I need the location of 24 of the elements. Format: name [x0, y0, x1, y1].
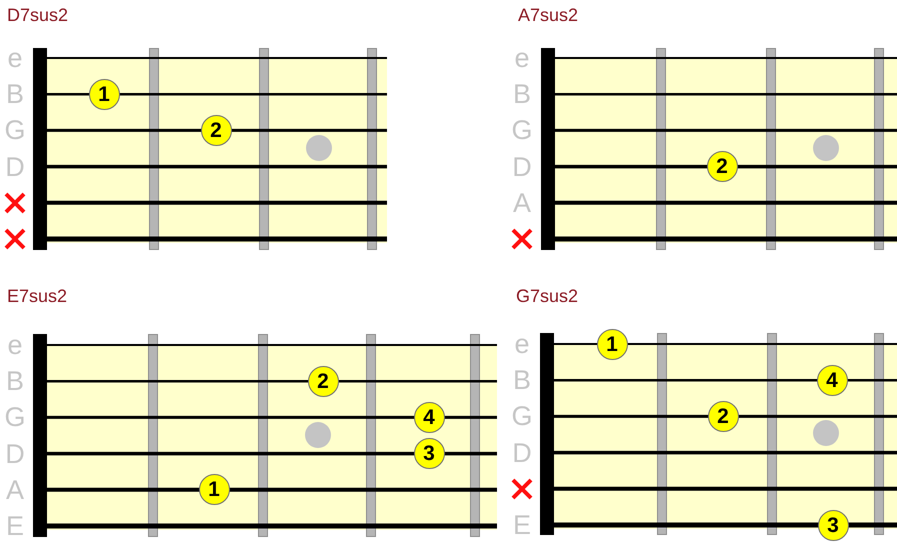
string-label: G	[512, 117, 532, 144]
string-label: E	[513, 512, 531, 539]
string-label: A	[513, 190, 531, 217]
string-label: E	[6, 513, 24, 540]
string-label: D	[512, 440, 532, 467]
string-label: D	[512, 154, 532, 181]
string-label: G	[512, 403, 532, 430]
string-label: G	[4, 117, 26, 144]
chord-name: D7sus2	[7, 6, 68, 24]
string-label: e	[514, 45, 530, 72]
string-label: A	[6, 476, 24, 504]
chord-name: A7sus2	[518, 6, 578, 24]
string-label: B	[6, 368, 24, 396]
string-label: e	[7, 332, 23, 359]
string-label: G	[4, 404, 26, 432]
chord-name: G7sus2	[516, 287, 578, 305]
string-label: D	[5, 440, 25, 468]
string-label: B	[6, 81, 24, 108]
string-label: B	[513, 367, 531, 394]
string-label: D	[5, 154, 25, 181]
string-label: B	[513, 81, 531, 108]
string-label: e	[7, 45, 23, 72]
string-label: e	[514, 331, 530, 358]
chord-name: E7sus2	[7, 287, 68, 305]
